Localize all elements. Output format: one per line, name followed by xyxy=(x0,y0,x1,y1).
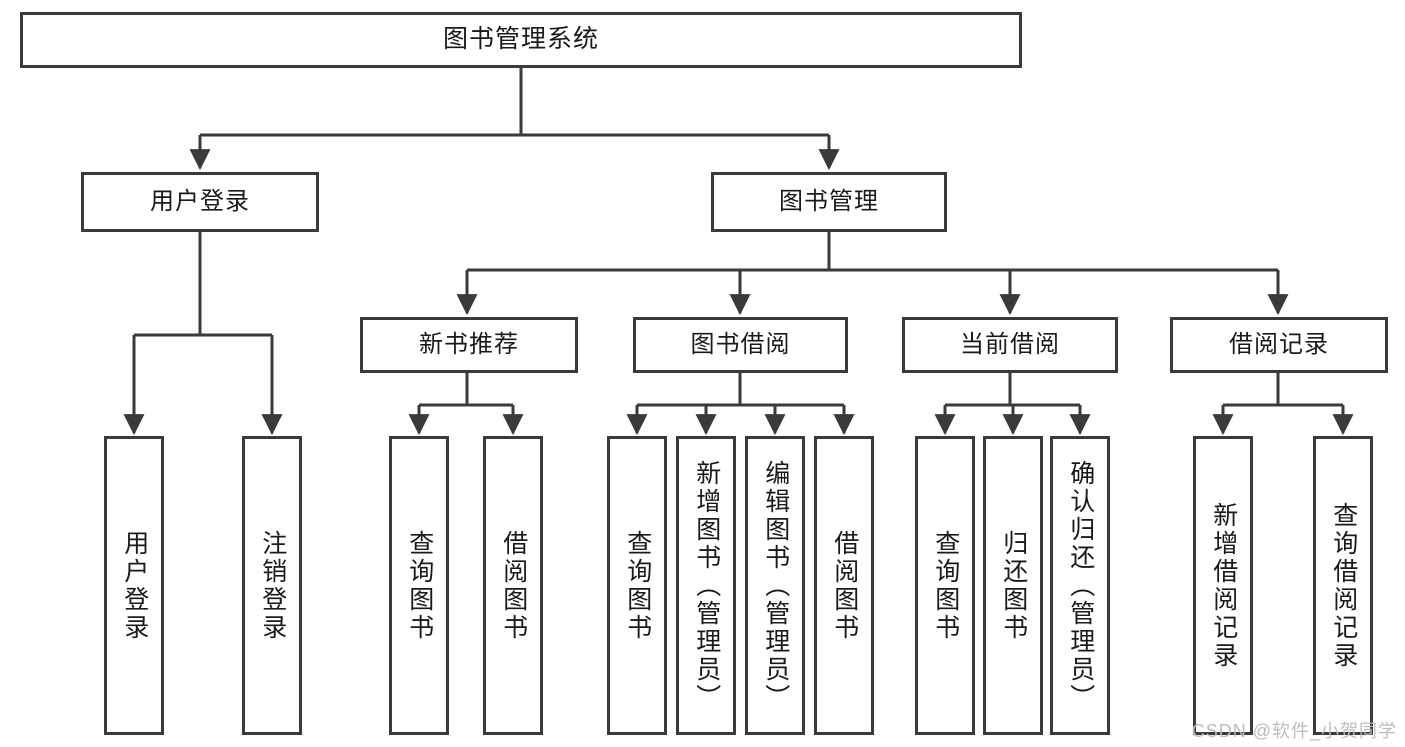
node-leaf-borrow-borrow-book[interactable]: 借阅图书 xyxy=(814,436,874,735)
node-borrow-record[interactable]: 借阅记录 xyxy=(1170,317,1388,373)
node-label: 查询借阅记录 xyxy=(1329,501,1358,670)
node-leaf-borrow-query-book[interactable]: 查询图书 xyxy=(607,436,667,735)
node-label: 查询图书 xyxy=(931,529,960,642)
node-label: 借阅记录 xyxy=(1229,330,1329,358)
node-leaf-borrow-edit-book[interactable]: 编辑图书（管理员） xyxy=(745,436,805,735)
node-leaf-user-login[interactable]: 用户登录 xyxy=(104,436,164,735)
node-label: 查询图书 xyxy=(405,529,434,642)
node-label: 图书管理系统 xyxy=(442,25,599,54)
node-leaf-logout[interactable]: 注销登录 xyxy=(242,436,302,735)
node-label: 归还图书 xyxy=(999,529,1028,642)
node-book-management[interactable]: 图书管理 xyxy=(711,172,947,232)
node-label: 用户登录 xyxy=(150,187,250,215)
node-label: 确认归还（管理员） xyxy=(1066,459,1095,712)
node-label: 借阅图书 xyxy=(499,529,528,642)
node-book-borrow[interactable]: 图书借阅 xyxy=(633,317,848,373)
node-current-borrow[interactable]: 当前借阅 xyxy=(902,317,1118,373)
node-leaf-record-query-record[interactable]: 查询借阅记录 xyxy=(1313,436,1373,735)
node-label: 新增图书（管理员） xyxy=(692,459,721,712)
node-leaf-current-query-book[interactable]: 查询图书 xyxy=(915,436,975,735)
node-label: 查询图书 xyxy=(623,529,652,642)
watermark-text: CSDN @软件_小贺同学 xyxy=(1191,721,1397,741)
node-label: 图书管理 xyxy=(779,187,879,215)
node-label: 新书推荐 xyxy=(419,330,519,358)
node-leaf-current-confirm-return[interactable]: 确认归还（管理员） xyxy=(1050,436,1110,735)
node-leaf-recommend-borrow-book[interactable]: 借阅图书 xyxy=(483,436,543,735)
node-label: 图书借阅 xyxy=(690,330,791,358)
node-user-login[interactable]: 用户登录 xyxy=(81,172,319,232)
node-label: 当前借阅 xyxy=(960,330,1060,358)
node-leaf-borrow-add-book[interactable]: 新增图书（管理员） xyxy=(676,436,736,735)
node-label: 编辑图书（管理员） xyxy=(761,459,790,712)
node-leaf-recommend-query-book[interactable]: 查询图书 xyxy=(389,436,449,735)
node-label: 用户登录 xyxy=(120,529,149,642)
node-label: 借阅图书 xyxy=(830,529,859,642)
node-label: 新增借阅记录 xyxy=(1209,501,1238,670)
node-leaf-current-return-book[interactable]: 归还图书 xyxy=(983,436,1043,735)
node-root-system[interactable]: 图书管理系统 xyxy=(20,12,1022,68)
node-new-book-recommend[interactable]: 新书推荐 xyxy=(360,317,578,373)
node-leaf-record-add-record[interactable]: 新增借阅记录 xyxy=(1193,436,1253,735)
node-label: 注销登录 xyxy=(258,529,287,642)
